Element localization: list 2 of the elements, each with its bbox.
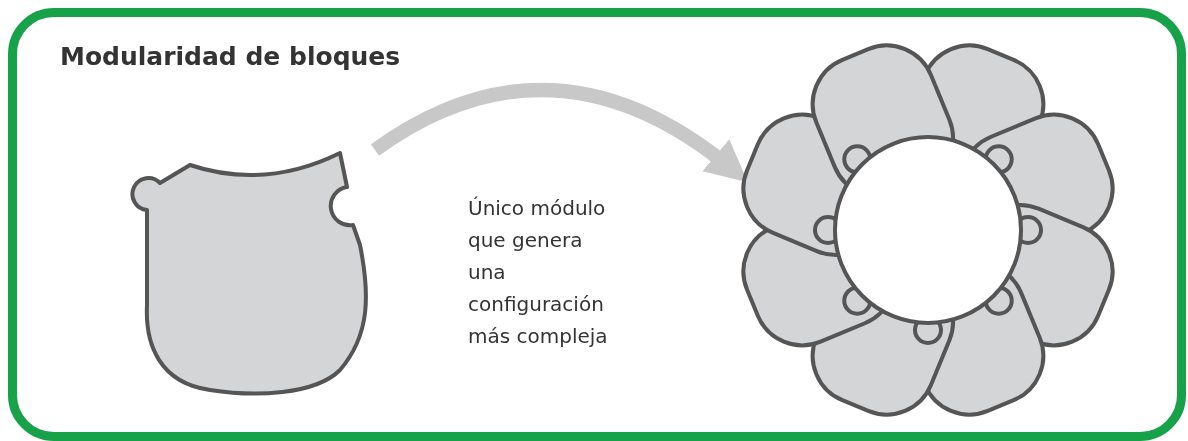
diagram-title: Modularidad de bloques — [60, 42, 401, 71]
edge-label: Único módulo que genera una configuración más compleja — [468, 195, 609, 350]
